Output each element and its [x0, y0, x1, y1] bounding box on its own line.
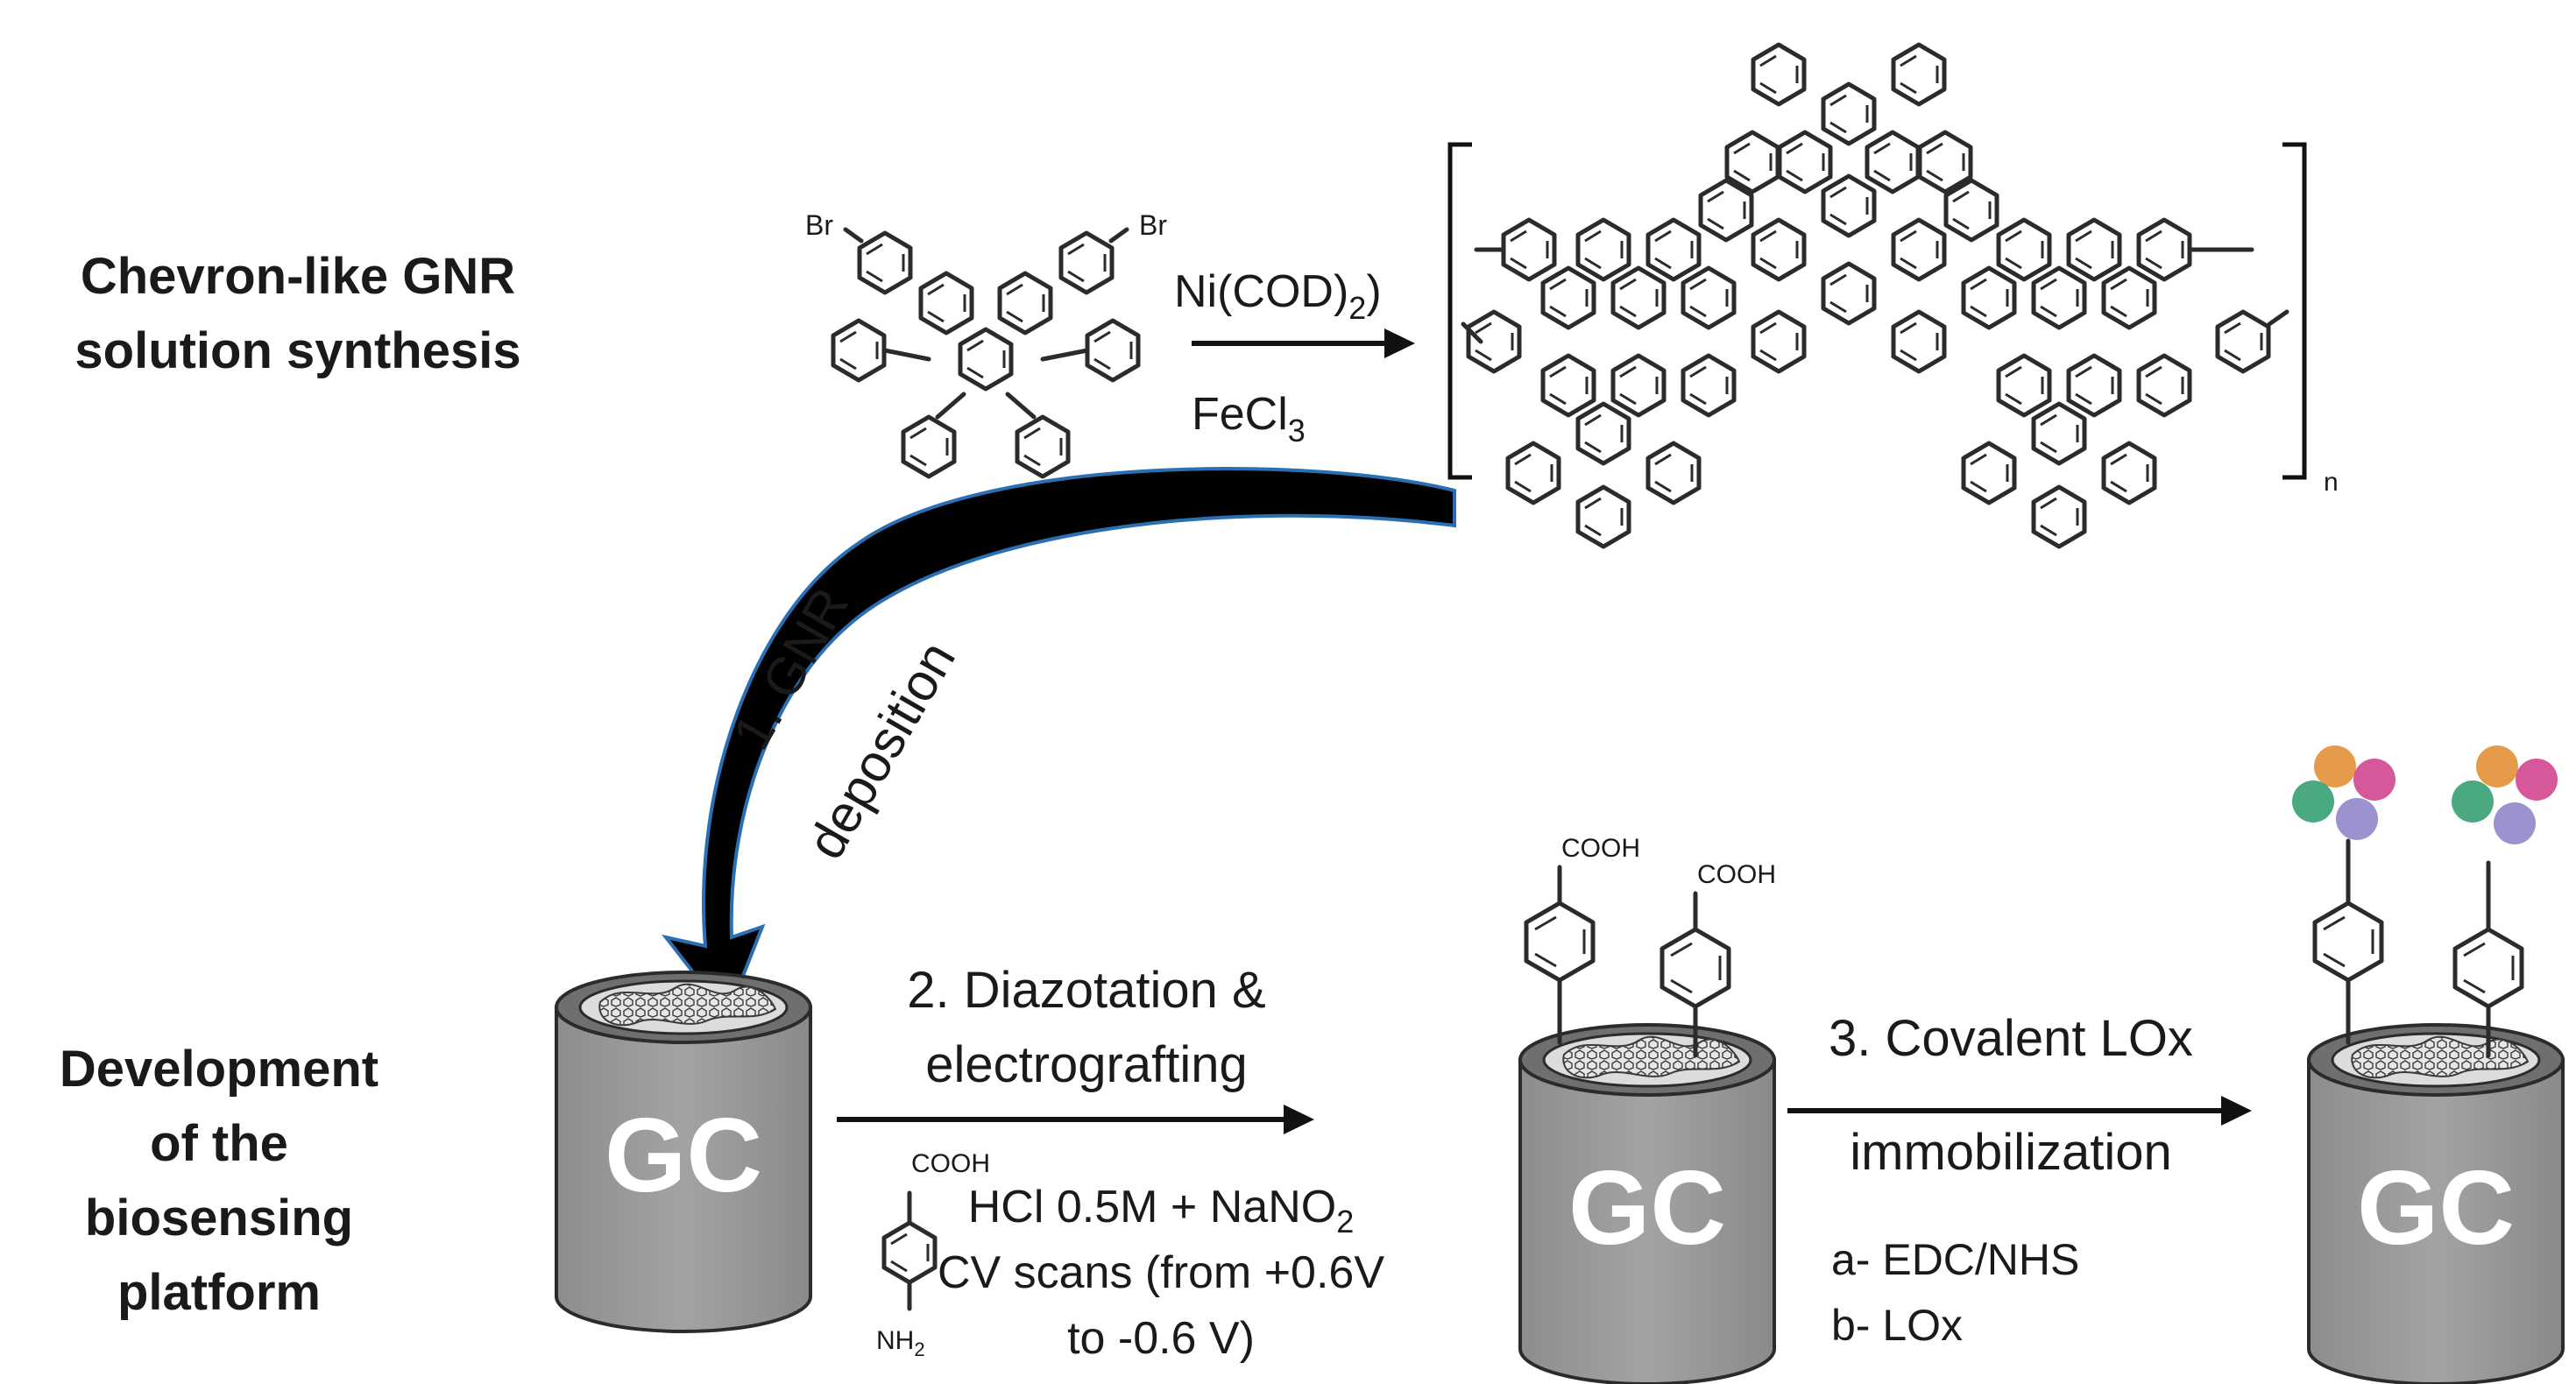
bromine-right: Br — [1139, 209, 1167, 241]
step2-condition-1: HCl 0.5M + NaNO2 — [968, 1182, 1354, 1239]
reagent-nh2: NH2 — [876, 1326, 925, 1360]
section2-title-line3: biosensing — [85, 1190, 353, 1246]
cooh-label-1: COOH — [1561, 834, 1640, 863]
reagent-fecl3: FeCl3 — [1192, 389, 1306, 448]
grafted-benzoic-acids: COOH COOH — [1526, 834, 1776, 1058]
electrode-grafted: GC — [1518, 1023, 1776, 1384]
enzyme-icon — [2292, 745, 2396, 840]
bromine-left: Br — [805, 209, 833, 241]
chevron-gnr-polymer: n — [1447, 45, 2339, 547]
step3-arrow — [1787, 1096, 2252, 1126]
electrode-3-label: GC — [2357, 1149, 2515, 1267]
step1-label-line1: 1. GNR — [721, 578, 860, 759]
step2-condition-2: CV scans (from +0.6V — [938, 1247, 1384, 1298]
step3-condition-2: b- LOx — [1831, 1301, 1963, 1350]
step3-condition-1: a- EDC/NHS — [1831, 1235, 2079, 1284]
electrode-biosensor: GC — [2307, 1023, 2565, 1384]
section1-title-line2: solution synthesis — [74, 322, 520, 379]
step3-label-line2: immobilization — [1850, 1124, 2171, 1181]
electrode-1-label: GC — [605, 1097, 762, 1214]
aminobenzoic-acid-structure: COOH NH2 — [876, 1149, 990, 1360]
step3-label-line1: 3. Covalent LOx — [1829, 1010, 2193, 1067]
step2-condition-3: to -0.6 V) — [1067, 1313, 1255, 1364]
electrode-2-label: GC — [1568, 1149, 1726, 1267]
reagent-ni-cod: Ni(COD)2) — [1174, 266, 1382, 326]
immobilized-linkers — [2315, 838, 2522, 1058]
section1-title-line1: Chevron-like GNR — [81, 248, 515, 305]
enzyme-icon — [2452, 745, 2558, 844]
step2-label-line2: electrografting — [925, 1036, 1248, 1093]
cooh-label-2: COOH — [1697, 860, 1776, 889]
section2-title-line4: platform — [117, 1264, 321, 1321]
reaction-arrow — [1192, 328, 1415, 358]
section2-title-line2: of the — [150, 1115, 288, 1172]
monomer-structure: Br Br — [805, 209, 1167, 477]
step2-label-line1: 2. Diazotation & — [907, 962, 1265, 1019]
reagent-cooh: COOH — [911, 1149, 990, 1178]
electrode-bare-gnr: GC — [555, 971, 812, 1333]
section2-title-line1: Development — [60, 1041, 379, 1098]
deposition-arrow — [662, 467, 1456, 1020]
repeat-n: n — [2324, 468, 2339, 497]
step2-arrow — [837, 1105, 1314, 1134]
